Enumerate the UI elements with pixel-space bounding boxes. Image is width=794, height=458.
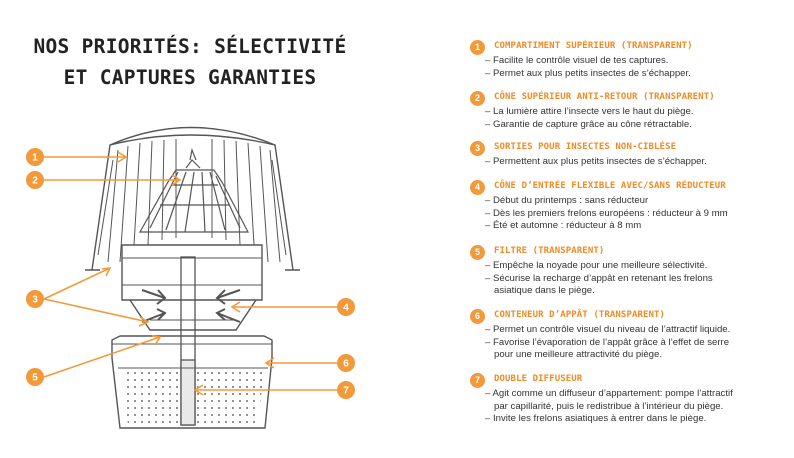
feature-line: – Sécurise la recharge d’appât en retena… — [485, 272, 713, 284]
feature-line: – Permet un contrôle visuel du niveau de… — [485, 324, 731, 335]
feature-heading: CONTENEUR D’APPÂT (TRANSPARENT) — [494, 310, 666, 320]
upper-compartment — [85, 126, 300, 271]
callout-badge-6: 6 — [337, 354, 355, 372]
feature-line: – Facilite le contrôle visuel de tes cap… — [485, 55, 669, 66]
page-title: NOS PRIORITÉS: SÉLECTIVITÉ ET CAPTURES G… — [0, 31, 380, 93]
page-title-line-1: NOS PRIORITÉS: SÉLECTIVITÉ — [33, 35, 347, 58]
callout-badge-1: 1 — [26, 148, 44, 166]
feature-line: – Invite les frelons asiatiques à entrer… — [485, 413, 707, 424]
callout-5-label: 5 — [32, 373, 38, 384]
feature-line: – Agit comme un diffuseur d’appartement:… — [485, 388, 733, 399]
callout-1-label: 1 — [32, 153, 38, 164]
callout-badge-3: 3 — [26, 290, 44, 308]
callout-lines — [43, 151, 337, 396]
feature-heading: COMPARTIMENT SUPÉRIEUR (TRANSPARENT) — [494, 41, 693, 51]
callout-badge-2: 2 — [26, 171, 44, 189]
feature-line: – Permettent aux plus petits insectes de… — [485, 156, 707, 167]
feature-line: – Été et automne : réducteur à 8 mm — [485, 220, 642, 231]
feature-line: – Dès les premiers frelons européens : r… — [485, 207, 728, 219]
callout-6-label: 6 — [343, 359, 349, 370]
feature-heading: FILTRE (TRANSPARENT) — [494, 246, 605, 256]
feature-heading: CÔNE SUPÉRIEUR ANTI-RETOUR (TRANSPARENT) — [494, 92, 715, 102]
trap-body — [121, 244, 263, 331]
feature-line: – La lumière attire l’insecte vers le ha… — [485, 106, 694, 117]
feature-heading: SORTIES POUR INSECTES NON-CIBLÉSE — [494, 142, 677, 152]
feature-line: – Garantie de capture grâce au cône rétr… — [485, 118, 692, 130]
feature-number-badge: 2 — [470, 91, 485, 106]
callout-4-label: 4 — [343, 303, 349, 314]
upper-cone — [138, 147, 249, 233]
feature-line: – Permet aux plus petits insectes de s’é… — [485, 67, 691, 79]
callout-badge-5: 5 — [26, 368, 44, 386]
feature-line: – Début du printemps : sans réducteur — [485, 195, 649, 206]
feature-line: – Favorise l’évaporation de l’appât grâc… — [485, 336, 730, 348]
callout-3-label: 3 — [32, 295, 38, 306]
feature-number-badge: 1 — [470, 40, 485, 55]
feature-line: asiatique dans le piège. — [494, 285, 595, 296]
feature-line: pour une meilleure attractivité du piège… — [494, 349, 662, 360]
feature-number-badge: 4 — [470, 180, 485, 195]
entry-arrows — [141, 289, 241, 323]
feature-heading: CÔNE D’ENTRÉE FLEXIBLE AVEC/SANS RÉDUCTE… — [494, 181, 726, 191]
callout-7-label: 7 — [343, 386, 349, 397]
feature-number-badge: 5 — [470, 245, 485, 260]
callout-2-label: 2 — [32, 176, 38, 187]
page-title-line-2: ET CAPTURES GARANTIES — [63, 66, 317, 89]
feature-line: par capillarité, puis le redistribue à l… — [494, 400, 724, 412]
callout-badge-7: 7 — [337, 381, 355, 399]
central-diffuser-tube — [180, 256, 196, 426]
feature-number-badge: 3 — [470, 141, 485, 156]
trap-diagram: 1 2 3 4 5 6 7 — [26, 126, 355, 429]
feature-line: – Empêche la noyade pour une meilleure s… — [485, 260, 708, 271]
feature-heading: DOUBLE DIFFUSEUR — [494, 374, 583, 384]
callout-badge-4: 4 — [337, 298, 355, 316]
feature-number-badge: 6 — [470, 309, 485, 324]
feature-number-badge: 7 — [470, 373, 485, 388]
